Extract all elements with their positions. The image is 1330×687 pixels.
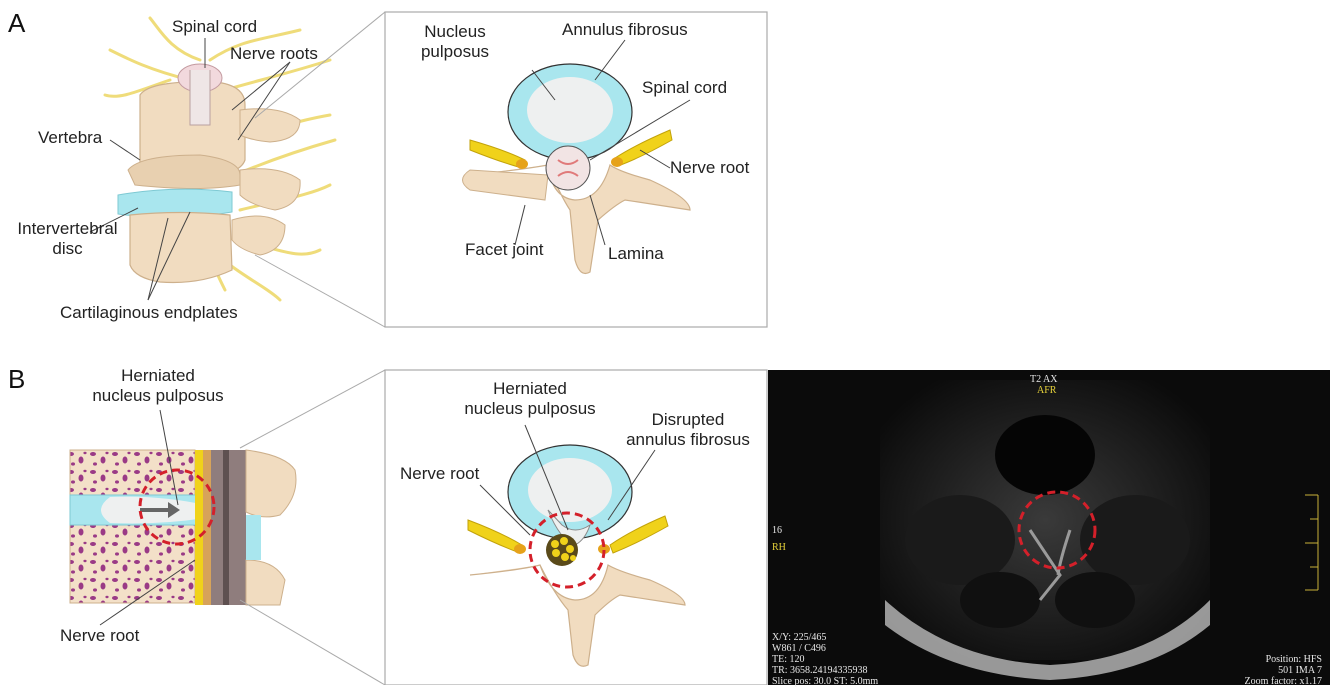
label-herniated-sagittal: Herniated nucleus pulposus — [68, 366, 248, 406]
label-nucleus-pulposus-line1: Nucleus — [410, 22, 500, 42]
label-intervertebral-disc-line2: disc — [10, 239, 125, 259]
mri-te: TE: 120 — [772, 654, 805, 665]
mri-position: Position: HFS — [1266, 654, 1322, 665]
label-disrupted-annulus: Disrupted annulus fibrosus — [608, 410, 768, 450]
label-intervertebral-disc: Intervertebral disc — [10, 219, 125, 259]
label-nerve-root-a: Nerve root — [670, 158, 749, 178]
mri-window: W861 / C496 — [772, 643, 826, 654]
mri-image-number: 501 IMA 7 — [1278, 665, 1322, 676]
label-facet-joint: Facet joint — [465, 240, 543, 260]
label-nerve-root-sagittal: Nerve root — [60, 626, 139, 646]
mri-left-number: 16 — [772, 525, 782, 536]
mri-axial-image — [768, 370, 1330, 685]
label-nucleus-pulposus-line2: pulposus — [410, 42, 500, 62]
label-annulus-fibrosus: Annulus fibrosus — [562, 20, 688, 40]
mri-orientation-left: RH — [772, 542, 786, 553]
mri-series-label: T2 AX — [1030, 374, 1058, 385]
label-herniated-cross: Herniated nucleus pulposus — [440, 379, 620, 419]
label-vertebra: Vertebra — [38, 128, 102, 148]
label-spinal-cord-cross: Spinal cord — [642, 78, 727, 98]
label-spinal-cord: Spinal cord — [172, 17, 257, 37]
zoom-lines-b — [240, 370, 385, 685]
label-intervertebral-disc-line1: Intervertebral — [10, 219, 125, 239]
mri-zoom: Zoom factor: x1.17 — [1245, 676, 1322, 687]
label-nerve-root-cross-b: Nerve root — [400, 464, 479, 484]
label-cartilaginous-endplates: Cartilaginous endplates — [60, 303, 238, 323]
label-disrupted-line2: annulus fibrosus — [608, 430, 768, 450]
label-herniated-cross-line2: nucleus pulposus — [440, 399, 620, 419]
mri-xy: X/Y: 225/465 — [772, 632, 826, 643]
label-herniated-sagittal-line1: Herniated — [68, 366, 248, 386]
sagittal-spine-illustration — [70, 410, 296, 625]
label-disrupted-line1: Disrupted — [608, 410, 768, 430]
mri-tr: TR: 3658.24194335938 — [772, 665, 868, 676]
label-herniated-sagittal-line2: nucleus pulposus — [68, 386, 248, 406]
mri-slice: Slice pos: 30.0 ST: 5.0mm — [772, 676, 878, 687]
label-lamina: Lamina — [608, 244, 664, 264]
mri-orientation-top: AFR — [1037, 385, 1056, 396]
label-nerve-roots: Nerve roots — [230, 44, 318, 64]
label-herniated-cross-line1: Herniated — [440, 379, 620, 399]
label-nucleus-pulposus: Nucleus pulposus — [410, 22, 500, 62]
